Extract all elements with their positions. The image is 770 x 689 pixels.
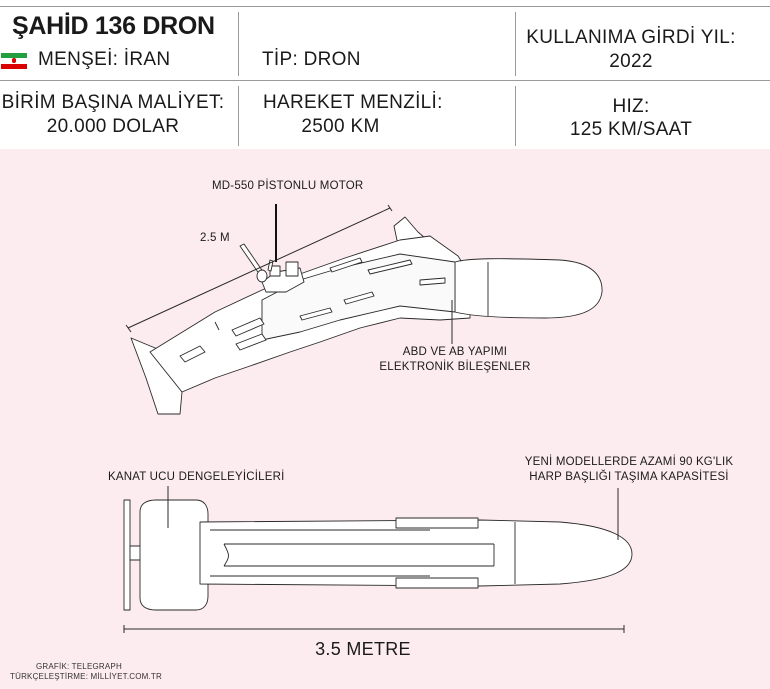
- grid-divider: [238, 86, 239, 146]
- electronics-label-line1: ABD VE AB YAPIMI: [402, 346, 508, 358]
- service-year-label: KULLANIMA GİRDİ YIL:: [526, 27, 736, 48]
- speed-value: 125 KM/SAAT: [569, 119, 693, 140]
- wingspan-dimension-line: [127, 207, 391, 329]
- warhead-label-line2: HARP BAŞLIĞI TAŞIMA KAPASİTESİ: [529, 471, 729, 483]
- engine-label: MD-550 PİSTONLU MOTOR: [212, 180, 364, 192]
- iran-flag-icon: [1, 53, 27, 69]
- translation-credit: TÜRKÇELEŞTİRME: MİLLİYET.COM.TR: [10, 672, 162, 681]
- electronics-label-line2: ELEKTRONİK BİLEŞENLER: [379, 361, 531, 373]
- grid-divider: [238, 12, 239, 76]
- drone-side-illustration: [123, 499, 633, 611]
- stabilizers-label: KANAT UCU DENGELEYİCİLERİ: [108, 471, 285, 483]
- warhead-label-line1: YENİ MODELLERDE AZAMİ 90 KG'LIK: [524, 456, 734, 468]
- length-label: 3.5 METRE: [315, 639, 411, 659]
- unit-cost-label: BİRİM BAŞINA MALİYET:: [1, 92, 225, 113]
- info-grid: ŞAHİD 136 DRON MENŞEİ: İRAN TİP: DRON KU…: [0, 0, 770, 148]
- nose-cone: [454, 258, 603, 319]
- range-value: 2500 KM: [301, 116, 380, 137]
- speed-label: HIZ:: [612, 96, 650, 117]
- propeller-side: [123, 499, 131, 611]
- grid-divider: [515, 12, 516, 76]
- origin-text: MENŞEİ: İRAN: [38, 49, 171, 70]
- grid-divider: [515, 86, 516, 146]
- range-label: HAREKET MENZİLİ:: [263, 92, 443, 113]
- wingspan-label: 2.5 M: [200, 232, 230, 244]
- grid-line-top: [0, 6, 770, 7]
- drone-perspective-illustration: [130, 216, 603, 415]
- unit-cost-value: 20.000 DOLAR: [46, 116, 180, 137]
- service-year-value: 2022: [609, 51, 653, 72]
- wing-tip-stabilizer-side: [139, 499, 209, 611]
- fuselage-side: [199, 519, 633, 587]
- type-text: TİP: DRON: [262, 49, 361, 70]
- graphic-credit: GRAFİK: TELEGRAPH: [36, 662, 122, 671]
- grid-line-middle: [0, 80, 770, 81]
- page-title: ŞAHİD 136 DRON: [12, 12, 215, 40]
